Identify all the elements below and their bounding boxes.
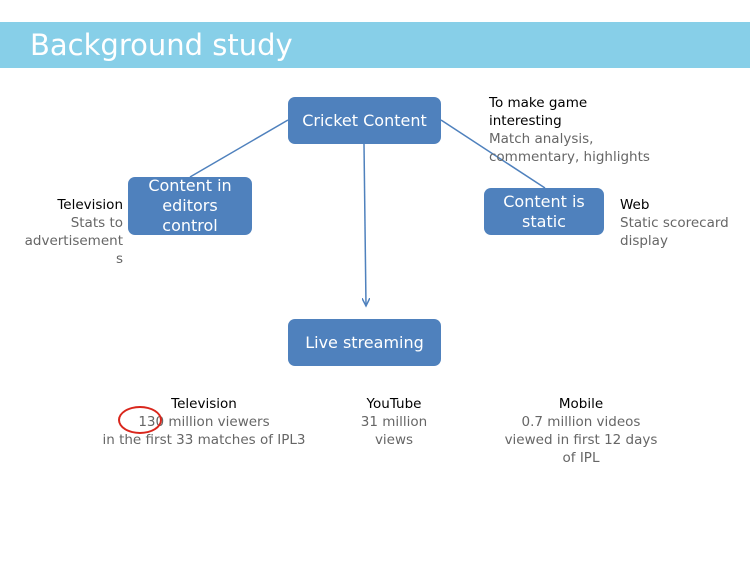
page-title: Background study <box>30 28 293 62</box>
node-content-is-static: Content is static <box>484 188 604 235</box>
stat-television: Television 130 million viewers in the fi… <box>102 396 306 448</box>
node-line: Content in <box>148 176 232 195</box>
connector-cricket-to-editors <box>189 119 289 178</box>
connector-cricket-to-streaming <box>364 143 366 306</box>
node-cricket-content: Cricket Content <box>288 97 441 144</box>
stat-mobile: Mobile 0.7 million videos viewed in firs… <box>504 396 658 466</box>
node-line: editors <box>162 196 218 215</box>
node-live-streaming: Live streaming <box>288 319 441 366</box>
note-television-left: Television Stats to advertisement s <box>24 197 123 267</box>
node-content-in-editors-control: Content in editors control <box>128 176 252 235</box>
stat-youtube: YouTube 31 million views <box>360 396 428 448</box>
highlight-circle <box>118 406 162 434</box>
title-bar: Background study <box>0 22 750 68</box>
connector-cricket-to-static <box>440 119 546 189</box>
node-line: control <box>162 216 218 235</box>
note-web: Web Static scorecard display <box>620 197 729 249</box>
node-line: static <box>522 211 566 231</box>
note-make-game-interesting: To make game interesting Match analysis,… <box>489 95 650 165</box>
node-line: Content is <box>503 191 585 211</box>
